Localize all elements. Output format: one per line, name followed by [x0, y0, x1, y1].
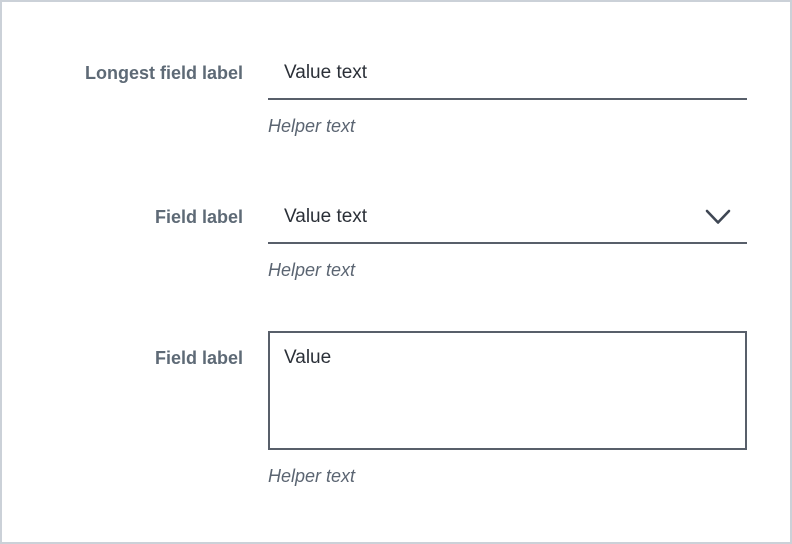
form: Longest field label Helper text Field la… [2, 2, 790, 488]
helper-text: Helper text [268, 116, 356, 136]
select-value: Value text [284, 206, 368, 227]
helper-text: Helper text [268, 260, 356, 280]
text-input[interactable] [268, 60, 747, 100]
field-row-text: Longest field label Helper text [52, 60, 790, 138]
textarea-input[interactable]: Value [268, 331, 747, 450]
field-control: Value text Helper text [268, 204, 747, 282]
field-label: Longest field label [84, 63, 243, 83]
field-label: Field label [154, 207, 243, 227]
field-label: Field label [154, 348, 243, 368]
field-control: Value Helper text [268, 331, 747, 488]
field-control: Helper text [268, 60, 747, 138]
helper-text: Helper text [268, 466, 356, 486]
chevron-down-icon [705, 209, 731, 224]
field-row-textarea: Field label Value Helper text [52, 331, 790, 488]
field-row-select: Field label Value text Helper text [52, 204, 790, 282]
select-input[interactable]: Value text [268, 204, 747, 244]
